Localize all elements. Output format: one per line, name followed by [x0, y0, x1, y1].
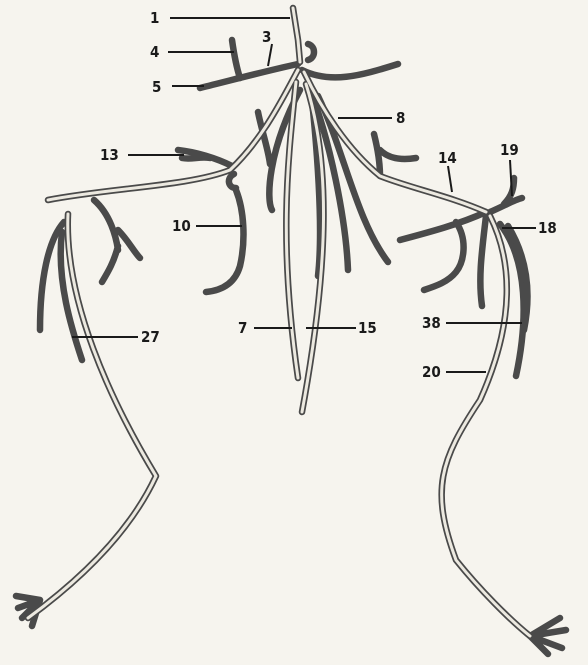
- label-18: 18: [538, 219, 557, 237]
- label-27: 27: [141, 328, 160, 346]
- branch-13b: [182, 157, 210, 158]
- label-38: 38: [422, 314, 441, 332]
- right-axilla-branch: [400, 212, 486, 290]
- label-4: 4: [150, 43, 159, 61]
- label-10: 10: [172, 217, 191, 235]
- right-shoulder-branch: [374, 134, 416, 176]
- label-20: 20: [422, 363, 441, 381]
- right-top-branch: [490, 178, 522, 212]
- label-3: 3: [262, 28, 271, 46]
- upper-right-branch: [302, 64, 398, 77]
- right-arm-artery: [442, 216, 530, 636]
- left-upper-branch: [200, 64, 298, 88]
- label-1: 1: [150, 9, 159, 27]
- vessel-10: [206, 190, 243, 292]
- label-13: 13: [100, 146, 119, 164]
- right-mid-branch: [480, 216, 486, 306]
- leader-3: [268, 44, 272, 66]
- trunk-node: [308, 44, 314, 60]
- right-subclavian: [304, 72, 486, 212]
- left-shoulder-branch: [94, 200, 140, 282]
- leader-14: [448, 166, 452, 192]
- label-5: 5: [152, 78, 161, 96]
- label-19: 19: [500, 141, 519, 159]
- label-8: 8: [396, 109, 405, 127]
- left-node: [229, 174, 236, 188]
- label-7: 7: [238, 319, 247, 337]
- right-hand-digits: [530, 618, 566, 654]
- callout-labels: 1 3 4 5 8 13 14 19 18 10 7 15 27 38 20: [100, 9, 557, 381]
- label-15: 15: [358, 319, 377, 337]
- branch-4: [232, 40, 240, 78]
- label-14: 14: [438, 149, 457, 167]
- central-vessel-c: [318, 96, 388, 262]
